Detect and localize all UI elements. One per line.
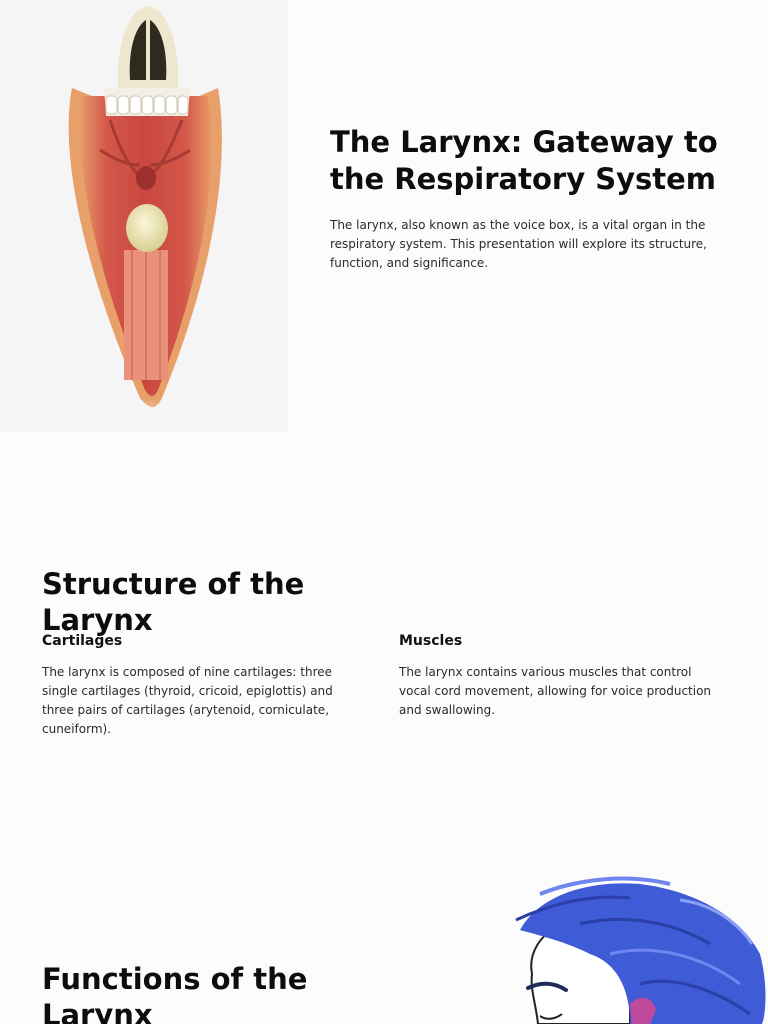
profile-head-illustration bbox=[480, 864, 768, 1024]
intro-paragraph: The larynx, also known as the voice box,… bbox=[330, 218, 707, 270]
cartilages-heading: Cartilages bbox=[42, 633, 123, 649]
larynx-anatomy-illustration bbox=[0, 0, 288, 432]
muscles-text: The larynx contains various muscles that… bbox=[399, 665, 712, 717]
slide-title: The Larynx: Gateway to the Respiratory S… bbox=[330, 125, 718, 196]
structure-section-title: Structure of the Larynx bbox=[42, 567, 305, 637]
larynx-illustration-icon bbox=[0, 6, 288, 432]
profile-head-icon bbox=[515, 876, 766, 1024]
functions-section-title: Functions of the Larynx bbox=[42, 962, 308, 1024]
muscles-heading: Muscles bbox=[399, 633, 463, 649]
cartilages-text: The larynx is composed of nine cartilage… bbox=[42, 665, 333, 736]
